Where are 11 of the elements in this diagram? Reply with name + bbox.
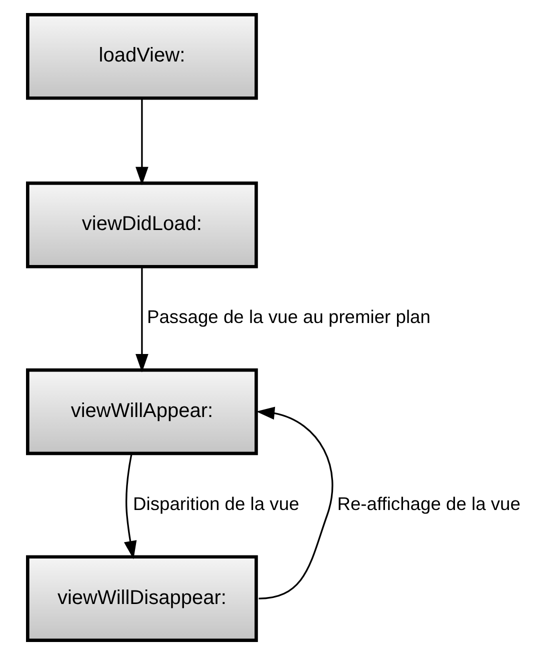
node-box: viewWillAppear:: [26, 368, 258, 456]
arrow: [123, 454, 136, 560]
edge-label: Re-affichage de la vue: [336, 492, 520, 514]
node-box: viewWillDisappear:: [26, 555, 258, 642]
edge-label: Passage de la vue au premier plan: [146, 306, 430, 327]
arrow: [135, 98, 148, 186]
arrow: [256, 406, 333, 600]
node-box: loadView:: [26, 13, 258, 100]
node-box: viewDidLoad:: [26, 182, 258, 268]
arrow: [135, 266, 148, 372]
edge-label: Disparition de la vue: [132, 492, 299, 514]
